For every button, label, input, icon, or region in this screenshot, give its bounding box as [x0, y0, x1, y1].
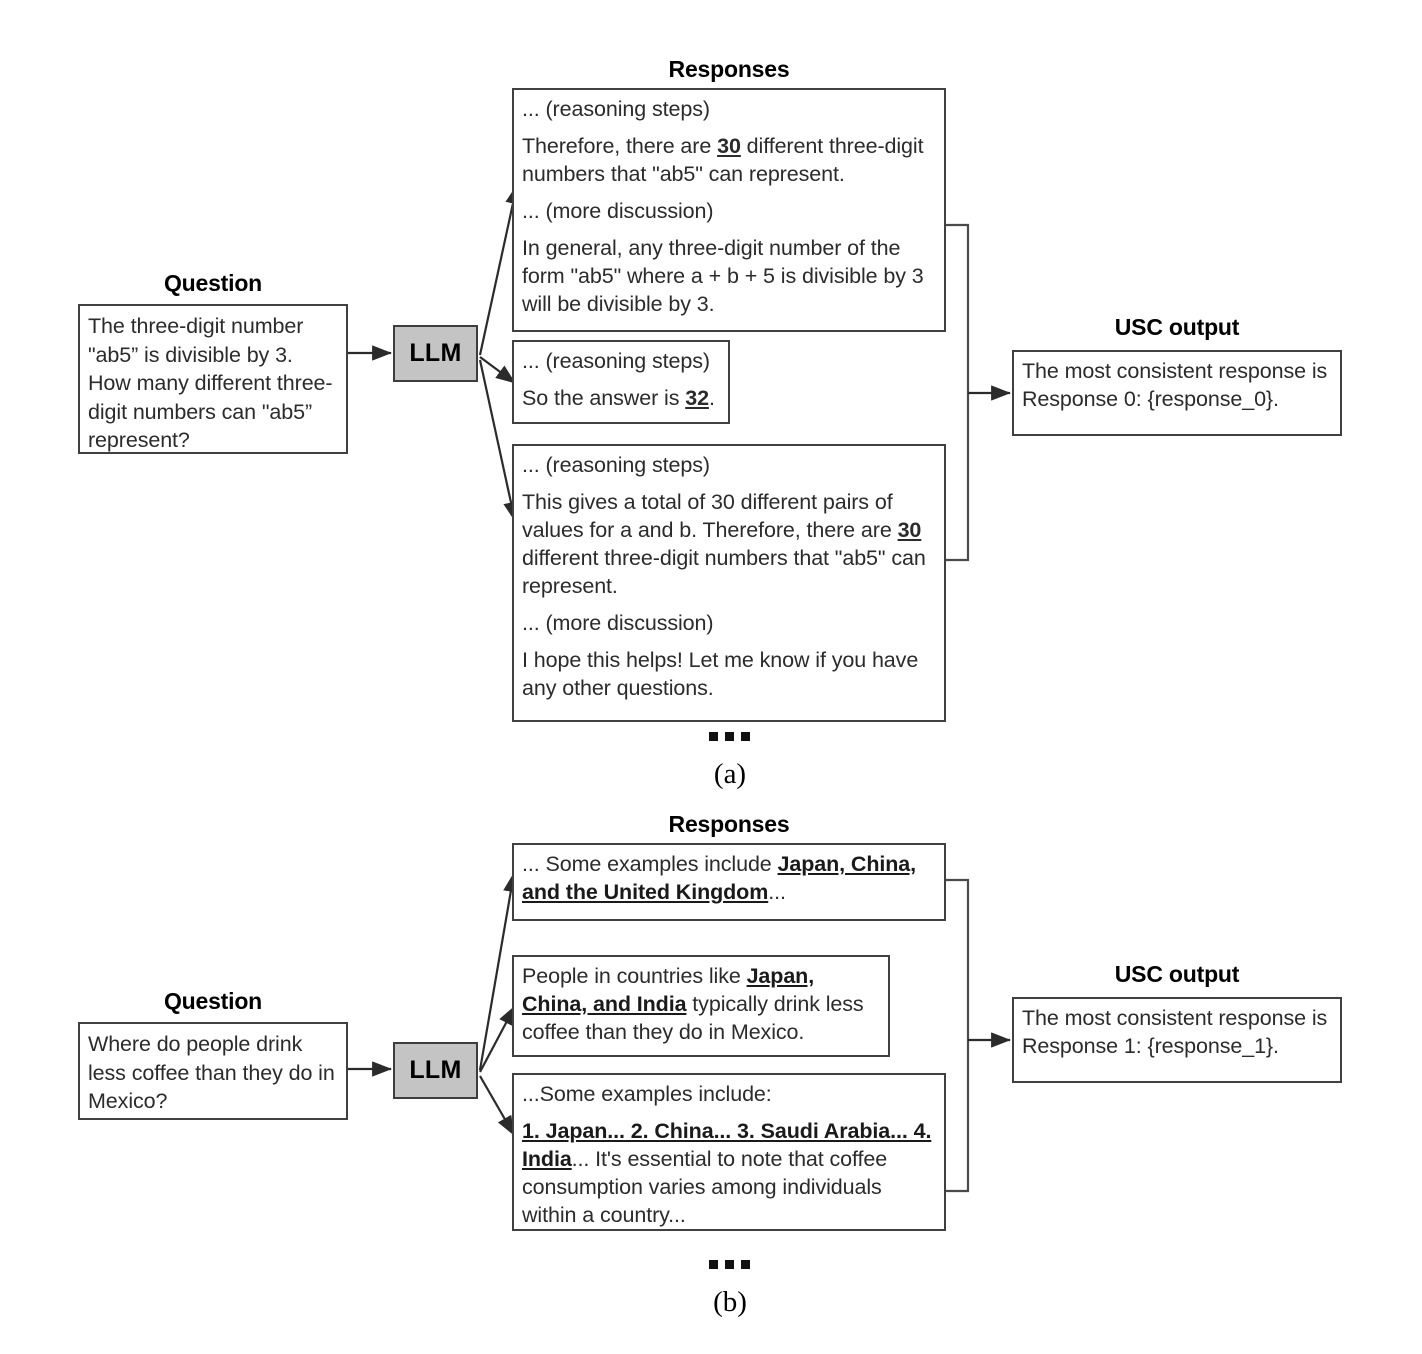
arrow-llm-to-response-2-a — [478, 359, 519, 522]
llm-label-b: LLM — [409, 1056, 462, 1084]
llm-node-a: LLM — [393, 325, 478, 382]
question-box-b: Where do people drink less coffee than t… — [78, 1022, 348, 1120]
response-line: ... Some examples include Japan, China, … — [522, 852, 917, 904]
emphasis-answer: Japan, China, and the United Kingdom — [522, 852, 917, 904]
arrow-llm-to-response-1-b — [479, 1005, 516, 1073]
usc-output-header-b: USC output — [1114, 961, 1240, 987]
response-box-b-0: ... Some examples include Japan, China, … — [512, 843, 946, 921]
usc-output-text-b: The most consistent response is Response… — [1022, 1006, 1328, 1058]
response-line: 1. Japan... 2. China... 3. Saudi Arabia.… — [522, 1118, 932, 1227]
brace-responses-b — [944, 878, 970, 1193]
emphasis-answer: Japan, China, and India — [522, 964, 815, 1016]
question-box-a: The three-digit number "ab5” is divisibl… — [78, 304, 348, 454]
question-text-a: The three-digit number "ab5” is divisibl… — [88, 314, 333, 453]
question-text-b: Where do people drink less coffee than t… — [88, 1032, 335, 1114]
llm-node-b: LLM — [393, 1042, 478, 1099]
responses-header-a: Responses — [668, 56, 790, 82]
response-line: In general, any three-digit number of th… — [522, 235, 924, 316]
responses-ellipsis-a — [512, 728, 946, 744]
response-line: ...Some examples include: — [522, 1082, 772, 1106]
responses-header-b: Responses — [668, 811, 790, 837]
arrow-llm-to-response-0-b — [478, 872, 519, 1071]
response-line: Therefore, there are 30 different three-… — [522, 133, 924, 186]
emphasis-answer: 1. Japan... 2. China... 3. Saudi Arabia.… — [522, 1118, 932, 1171]
brace-responses-a — [944, 223, 970, 562]
response-line: People in countries like Japan, China, a… — [522, 964, 864, 1044]
usc-output-box-b: The most consistent response is Response… — [1012, 997, 1342, 1083]
response-line: ... (reasoning steps) — [522, 97, 710, 121]
arrow-llm-to-response-1-a — [479, 356, 516, 384]
usc-output-header-a: USC output — [1114, 314, 1240, 340]
llm-label-a: LLM — [409, 339, 462, 367]
question-header-a: Question — [163, 270, 263, 296]
response-line: This gives a total of 30 different pairs… — [522, 489, 926, 598]
response-box-b-1: People in countries like Japan, China, a… — [512, 955, 890, 1057]
response-line: ... (reasoning steps) — [522, 349, 710, 373]
emphasis-answer: 30 — [717, 133, 741, 158]
response-line: ... (more discussion) — [522, 198, 714, 223]
response-line: I hope this helps! Let me know if you ha… — [522, 647, 919, 700]
response-box-b-2: ...Some examples include: 1. Japan... 2.… — [512, 1073, 946, 1231]
emphasis-answer: 30 — [897, 517, 922, 542]
responses-ellipsis-b — [512, 1256, 946, 1272]
response-line: So the answer is 32. — [522, 385, 715, 410]
subfigure-caption-b: (b) — [713, 1286, 747, 1318]
response-line: ... (reasoning steps) — [522, 453, 710, 477]
subfigure-caption-a: (a) — [713, 758, 747, 790]
question-header-b: Question — [163, 988, 263, 1014]
response-box-a-2: ... (reasoning steps) This gives a total… — [512, 444, 946, 722]
response-box-a-1: ... (reasoning steps) So the answer is 3… — [512, 340, 730, 424]
response-line: ... (more discussion) — [522, 610, 714, 635]
usc-output-text-a: The most consistent response is Response… — [1022, 359, 1328, 411]
response-box-a-0: ... (reasoning steps) Therefore, there a… — [512, 88, 946, 332]
emphasis-answer: 32 — [685, 385, 709, 410]
arrow-llm-to-response-2-b — [479, 1075, 515, 1136]
usc-output-box-a: The most consistent response is Response… — [1012, 350, 1342, 436]
